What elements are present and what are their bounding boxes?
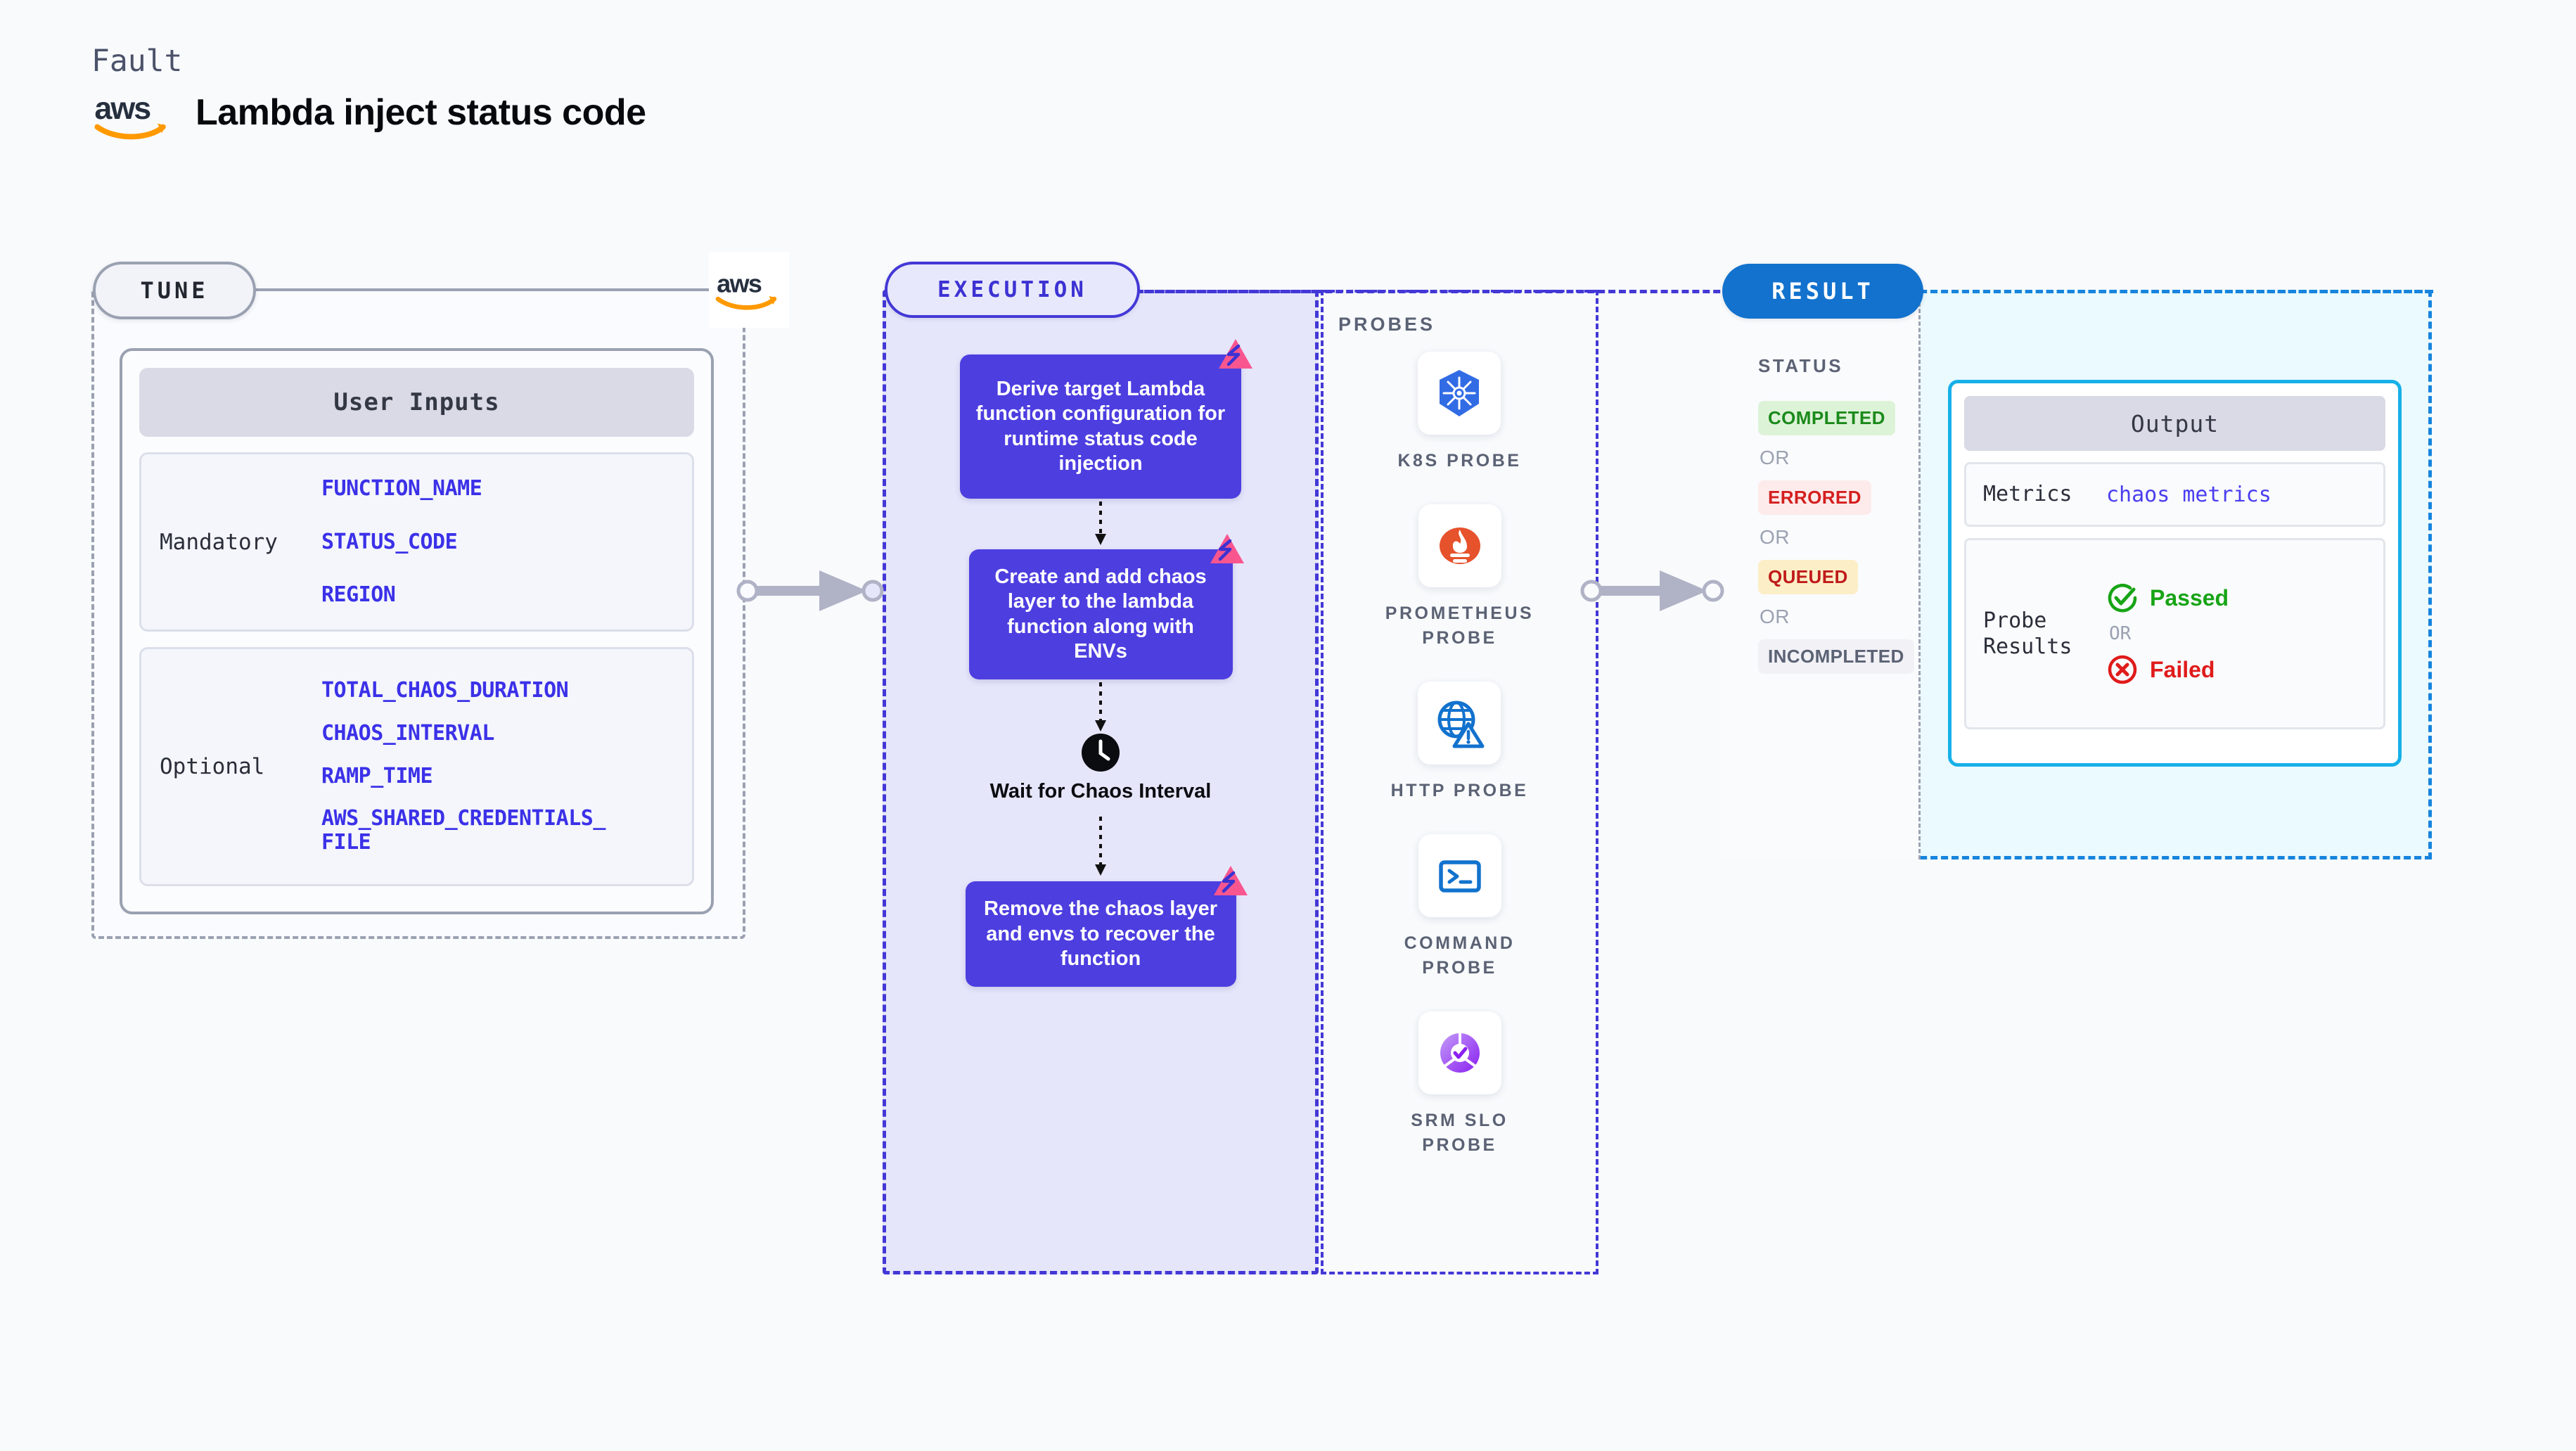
probe-result-passed: Passed	[2106, 582, 2229, 614]
status-badge: INCOMPLETED	[1758, 639, 1914, 674]
input-var: STATUS_CODE	[321, 529, 458, 554]
probe-label: HTTP PROBE	[1390, 781, 1529, 800]
input-var: TOTAL_CHAOS_DURATION	[321, 677, 569, 703]
probe-result-or: OR	[2109, 623, 2132, 644]
status-heading: STATUS	[1758, 355, 1844, 376]
probe-label: K8S PROBE	[1397, 451, 1522, 471]
probes-section-label: PROBES	[1338, 314, 1436, 335]
litmus-chaos-icon	[1209, 532, 1245, 566]
mandatory-label: Mandatory	[160, 529, 278, 555]
metrics-value: chaos metrics	[2106, 482, 2271, 507]
probe-label: COMMAND PROBE	[1404, 933, 1516, 978]
failed-label: Failed	[2150, 656, 2215, 682]
http-globe-warning-icon	[1418, 682, 1501, 765]
input-var: RAMP_TIME	[321, 763, 433, 788]
page-title: Lambda inject status code	[196, 92, 646, 133]
clock-icon	[883, 733, 1319, 772]
prometheus-icon	[1418, 504, 1501, 587]
status-badge: COMPLETED	[1758, 401, 1895, 435]
result-stage-pill[interactable]: RESULT	[1722, 264, 1923, 319]
tune-to-execution-arrow	[735, 566, 890, 615]
fault-kicker: Fault	[91, 44, 183, 79]
passed-label: Passed	[2150, 584, 2229, 611]
tune-stage-pill[interactable]: TUNE	[93, 262, 256, 319]
probe-result-failed: Failed	[2106, 653, 2229, 686]
litmus-chaos-icon	[1217, 338, 1254, 371]
input-var: CHAOS_INTERVAL	[321, 720, 494, 746]
status-list: STATUS COMPLETED OR ERRORED OR QUEUED OR…	[1758, 355, 1920, 674]
user-inputs-title: User Inputs	[139, 368, 694, 437]
output-card: Output Metrics chaos metrics Probe Resul…	[1948, 380, 2402, 767]
litmus-chaos-icon	[1212, 864, 1249, 898]
metrics-key: Metrics	[1983, 482, 2072, 507]
status-badge: ERRORED	[1758, 480, 1871, 515]
output-row-metrics: Metrics chaos metrics	[1964, 462, 2385, 527]
or-separator: OR	[1760, 606, 1790, 627]
user-inputs-card: User Inputs Mandatory FUNCTION_NAME STAT…	[120, 348, 714, 914]
page-header: Fault aws Lambda inject status code	[91, 44, 646, 141]
svg-text:aws: aws	[94, 90, 150, 126]
kubernetes-icon	[1418, 352, 1501, 435]
probe-item-srm-slo[interactable]: SRM SLO PROBE	[1379, 1011, 1541, 1158]
input-var: FUNCTION_NAME	[321, 475, 482, 501]
execution-step[interactable]: Derive target Lambda function configurat…	[960, 339, 1252, 499]
input-var: AWS_SHARED_CREDENTIALS_ FILE	[321, 806, 605, 855]
aws-logo-icon: aws	[91, 86, 174, 141]
optional-inputs-group: Optional TOTAL_CHAOS_DURATION CHAOS_INTE…	[139, 647, 694, 886]
output-title: Output	[1964, 396, 2385, 451]
or-separator: OR	[1760, 447, 1790, 468]
execution-stage-pill[interactable]: EXECUTION	[885, 262, 1140, 318]
probe-results-key: Probe Results	[1983, 608, 2072, 660]
optional-label: Optional	[160, 754, 265, 779]
probe-item-http[interactable]: HTTP PROBE	[1391, 682, 1529, 803]
execution-step[interactable]: Create and add chaos layer to the lambda…	[968, 534, 1244, 679]
svg-text:aws: aws	[717, 269, 762, 298]
probes-container	[1321, 290, 1598, 1274]
input-var: REGION	[321, 582, 396, 608]
wait-node: Wait for Chaos Interval	[883, 733, 1319, 804]
execution-step-label: Create and add chaos layer to the lambda…	[994, 565, 1207, 663]
probe-item-k8s[interactable]: K8S PROBE	[1398, 352, 1522, 473]
result-top-dash-line	[1920, 290, 2433, 293]
probe-item-prometheus[interactable]: PROMETHEUS PROBE	[1379, 504, 1541, 651]
probe-item-command[interactable]: COMMAND PROBE	[1379, 834, 1541, 980]
execution-step-label: Derive target Lambda function configurat…	[975, 377, 1226, 475]
status-badge: QUEUED	[1758, 560, 1858, 594]
flow-arrow-icon	[883, 817, 1319, 877]
execution-step-label: Remove the chaos layer and envs to recov…	[983, 897, 1218, 971]
execution-flow: Derive target Lambda function configurat…	[883, 290, 1319, 987]
mandatory-inputs-group: Mandatory FUNCTION_NAME STATUS_CODE REGI…	[139, 452, 694, 632]
srm-slo-icon	[1418, 1011, 1501, 1094]
tune-aws-connector-line	[253, 288, 731, 291]
output-row-probe-results: Probe Results Passed OR	[1964, 538, 2385, 729]
terminal-icon	[1418, 834, 1501, 917]
flow-arrow-icon	[883, 682, 1319, 733]
execution-step[interactable]: Remove the chaos layer and envs to recov…	[965, 866, 1248, 987]
x-circle-icon	[2106, 653, 2139, 686]
execution-to-result-arrow	[1579, 566, 1734, 615]
aws-badge-icon: aws	[709, 252, 789, 328]
probe-label: PROMETHEUS PROBE	[1385, 603, 1534, 648]
wait-node-label: Wait for Chaos Interval	[989, 780, 1212, 803]
flow-arrow-icon	[883, 501, 1319, 546]
or-separator: OR	[1760, 526, 1790, 548]
check-circle-icon	[2106, 582, 2139, 614]
probe-list: K8S PROBE PROMETHEUS PROBE	[1321, 352, 1598, 1189]
execution-probes-connector-line	[1136, 290, 1741, 293]
probe-label: SRM SLO PROBE	[1411, 1111, 1508, 1155]
